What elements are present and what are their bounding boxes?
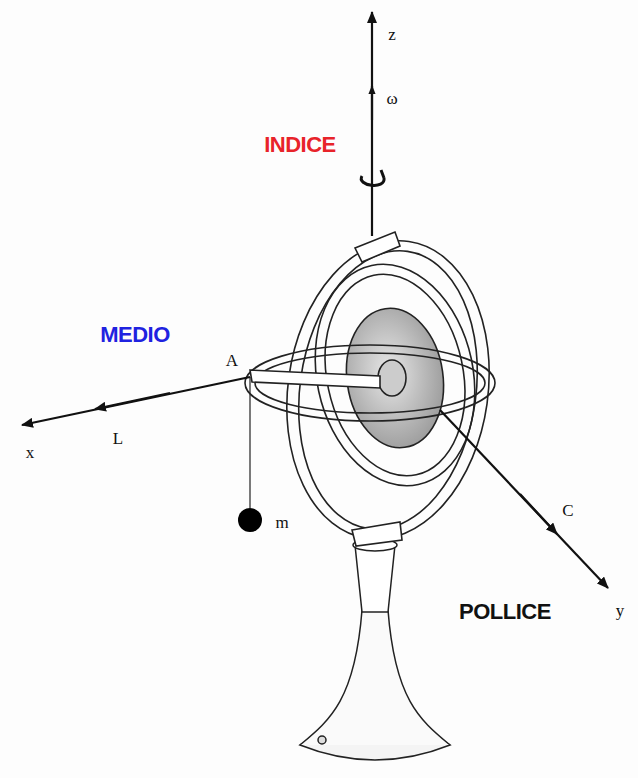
vector-label: L bbox=[113, 430, 123, 447]
axis-label: x bbox=[26, 444, 35, 461]
vector-label: ω bbox=[386, 90, 397, 107]
rotation-arrow bbox=[361, 170, 384, 185]
mass bbox=[238, 508, 262, 532]
finger-label: POLLICE bbox=[459, 601, 551, 623]
finger-label: INDICE bbox=[264, 134, 336, 156]
mass-label: m bbox=[275, 514, 288, 531]
L-vector bbox=[95, 393, 170, 409]
axes bbox=[22, 12, 608, 588]
point-label: A bbox=[226, 352, 238, 369]
axis-label: z bbox=[388, 26, 396, 43]
axis-label: y bbox=[616, 602, 625, 619]
stand bbox=[300, 539, 450, 760]
x-axis bbox=[22, 377, 250, 425]
vector-label: C bbox=[562, 502, 573, 519]
C-vector bbox=[520, 494, 557, 534]
finger-label: MEDIO bbox=[100, 324, 170, 346]
gimbal bbox=[245, 228, 508, 553]
y-axis bbox=[440, 410, 608, 588]
string bbox=[249, 377, 250, 508]
omega-vector bbox=[371, 86, 373, 120]
z-axis bbox=[371, 12, 373, 236]
